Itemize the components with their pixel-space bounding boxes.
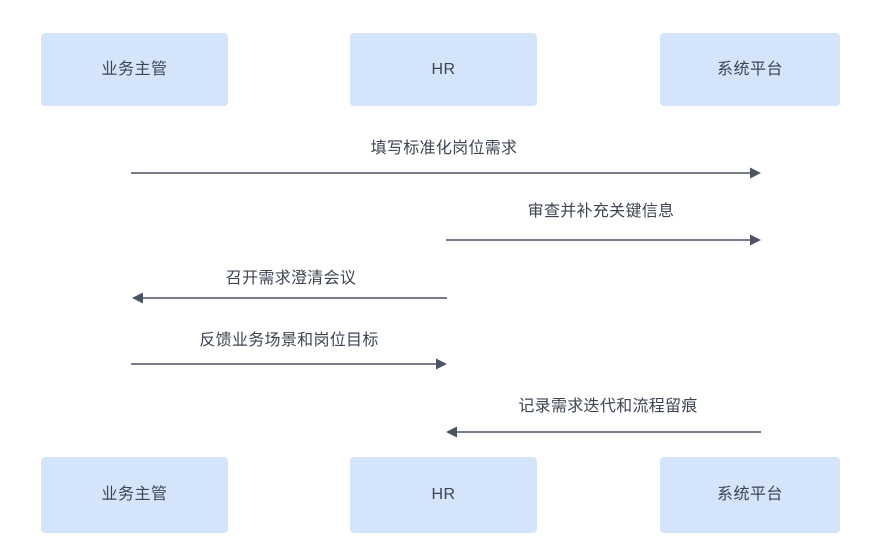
participant-label: 系统平台 — [716, 486, 783, 503]
participant-box-system-platform-bottom[interactable]: 系统平台 — [660, 457, 840, 533]
message-label-5: 记录需求迭代和流程留痕 — [518, 398, 698, 415]
message-arrow-2-right — [446, 233, 761, 247]
participant-box-business-manager-bottom[interactable]: 业务主管 — [41, 457, 228, 533]
message-arrow-3-left — [132, 291, 447, 305]
message-arrow-4-right — [131, 357, 447, 371]
message-label-4: 反馈业务场景和岗位目标 — [199, 332, 379, 349]
participant-label: 业务主管 — [101, 60, 168, 78]
message-arrow-5-left — [446, 425, 761, 439]
participant-label: 系统平台 — [716, 60, 783, 78]
participant-box-hr-bottom[interactable]: HR — [350, 457, 537, 533]
message-label-1: 填写标准化岗位需求 — [370, 140, 518, 157]
message-arrow-1-right — [131, 166, 761, 180]
participant-box-hr-top[interactable]: HR — [350, 33, 537, 106]
participant-label: HR — [431, 60, 456, 78]
participant-box-system-platform-top[interactable]: 系统平台 — [660, 33, 840, 106]
participant-label: 业务主管 — [101, 486, 168, 503]
participant-label: HR — [431, 486, 456, 503]
message-label-2: 审查并补充关键信息 — [527, 203, 675, 220]
participant-box-business-manager-top[interactable]: 业务主管 — [41, 33, 228, 106]
message-label-3: 召开需求澄清会议 — [225, 270, 357, 287]
